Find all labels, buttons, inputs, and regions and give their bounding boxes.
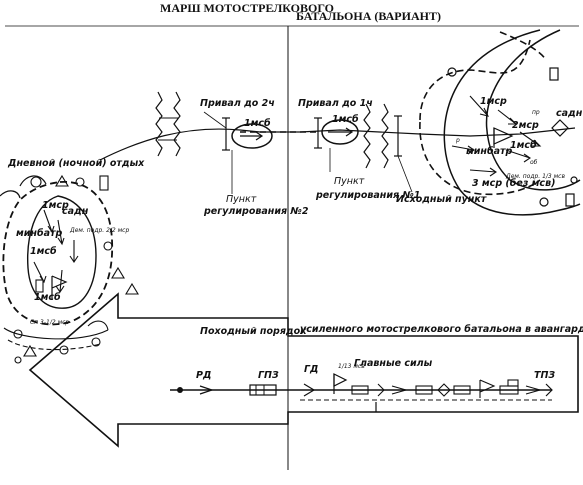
rest-demolition-label: Дем. подр. 2/2 мср: [69, 227, 129, 234]
right-vehicle-box-2: [565, 193, 575, 207]
right-company-2-label: 2мср: [512, 120, 539, 131]
river-marker-circle-2: [539, 197, 549, 207]
halt-2-leader: [203, 111, 227, 129]
halt-1-unit: [314, 117, 359, 149]
main-forces-label: Главные силы: [354, 358, 433, 369]
halt-2-label: Привал до 2ч: [200, 98, 275, 109]
right-battalion-label: 1мсб: [510, 140, 537, 151]
rest-vehicle-box: [35, 279, 44, 293]
march-order-title-b: усиленного мотострелкового батальона в а…: [300, 324, 583, 335]
river-marker-circle-3: [570, 176, 578, 184]
head-outpost-label: ГПЗ: [258, 370, 279, 381]
march-order-big-arrow: [28, 292, 579, 448]
diagram-title-right: БАТАЛЬОНА (ВАРИАНТ): [296, 9, 441, 23]
march-route: [99, 127, 576, 161]
river-bank-outer-right: [443, 29, 581, 216]
main-unit-label: 1/13 мсв: [338, 363, 365, 370]
control-post-2-label-b: регулирования №2: [203, 206, 309, 217]
river-bank-inner-right: [485, 29, 581, 191]
bridge-crossing-left: [155, 91, 181, 157]
rest-special-label: Сп 3-1/2 мср: [30, 319, 69, 326]
rest-area-label: Дневной (ночной) отдых: [7, 158, 145, 169]
right-small-pr: пр: [532, 109, 540, 116]
sentry-arc-top: [19, 175, 47, 187]
right-demolition-label: Дем. подр. 1/3 мсв: [505, 173, 565, 180]
recon-patrol-symbol: [177, 385, 214, 395]
right-company-1-label: 1мср: [480, 96, 507, 107]
rest-sadn-label: садн: [62, 206, 89, 217]
rest-battalion-label: 1мсб: [30, 246, 57, 257]
control-post-2-label-a: Пункт: [226, 194, 257, 205]
recon-patrol-label: РД: [196, 370, 211, 381]
assembly-area-right-top: [499, 31, 547, 61]
assembly-area-right: [419, 39, 541, 196]
rest-mortar-label: минбатр: [16, 228, 63, 239]
right-unit-arrows: [451, 95, 542, 177]
halt-1-label: Привал до 1ч: [298, 98, 373, 109]
start-point-label: Исходный пункт: [396, 194, 487, 205]
right-mortar-label: минбатр: [466, 146, 513, 157]
rest-bottom-outposts: [3, 320, 109, 364]
rest-company-label: 1мср: [42, 200, 69, 211]
control-post-1-label-b: регулирования №1: [315, 190, 420, 201]
right-artillery-symbol: садн: [551, 108, 583, 137]
halt-2-unit-label: 1мсб: [244, 118, 271, 129]
rear-outpost-symbol: [545, 383, 553, 397]
start-point-leader: [397, 155, 413, 193]
march-order-title-a: Походный порядок: [200, 326, 307, 337]
right-vehicle-box: [549, 67, 559, 81]
rear-outpost-label: ТПЗ: [534, 370, 555, 381]
main-forces-vehicles: [351, 379, 543, 398]
diagram-title-left: МАРШ МОТОСТРЕЛКОВОГО: [160, 1, 334, 15]
head-patrol-symbol: [303, 383, 316, 397]
start-point-marker: [394, 115, 402, 157]
control-post-1-label-a: Пункт: [334, 176, 365, 187]
head-outpost-symbol: [249, 384, 277, 396]
head-patrol-label: ГД: [304, 364, 319, 375]
sentry-arc-left: [0, 190, 21, 199]
rest-battalion-label-2: 1мсб: [34, 292, 61, 303]
battalion-flag-main: [333, 373, 348, 394]
bridge-crossing-right: [363, 103, 389, 169]
halt-2-unit: [222, 117, 273, 151]
right-battalion-flag: [493, 127, 514, 148]
right-small-r: р: [455, 137, 460, 144]
rest-unit-arrows: [33, 209, 79, 293]
right-small-ob: об: [530, 159, 538, 166]
halt-1-unit-label: 1мсб: [332, 114, 359, 125]
svg-text:садн: садн: [556, 108, 583, 119]
rest-area-symbols: [30, 174, 139, 295]
rest-area-inner-lobe: [27, 195, 97, 309]
river-marker-circle: [447, 67, 457, 77]
rest-battalion-flag: [51, 275, 68, 300]
right-company-3-label: 3 мср (без мсв): [472, 178, 555, 189]
